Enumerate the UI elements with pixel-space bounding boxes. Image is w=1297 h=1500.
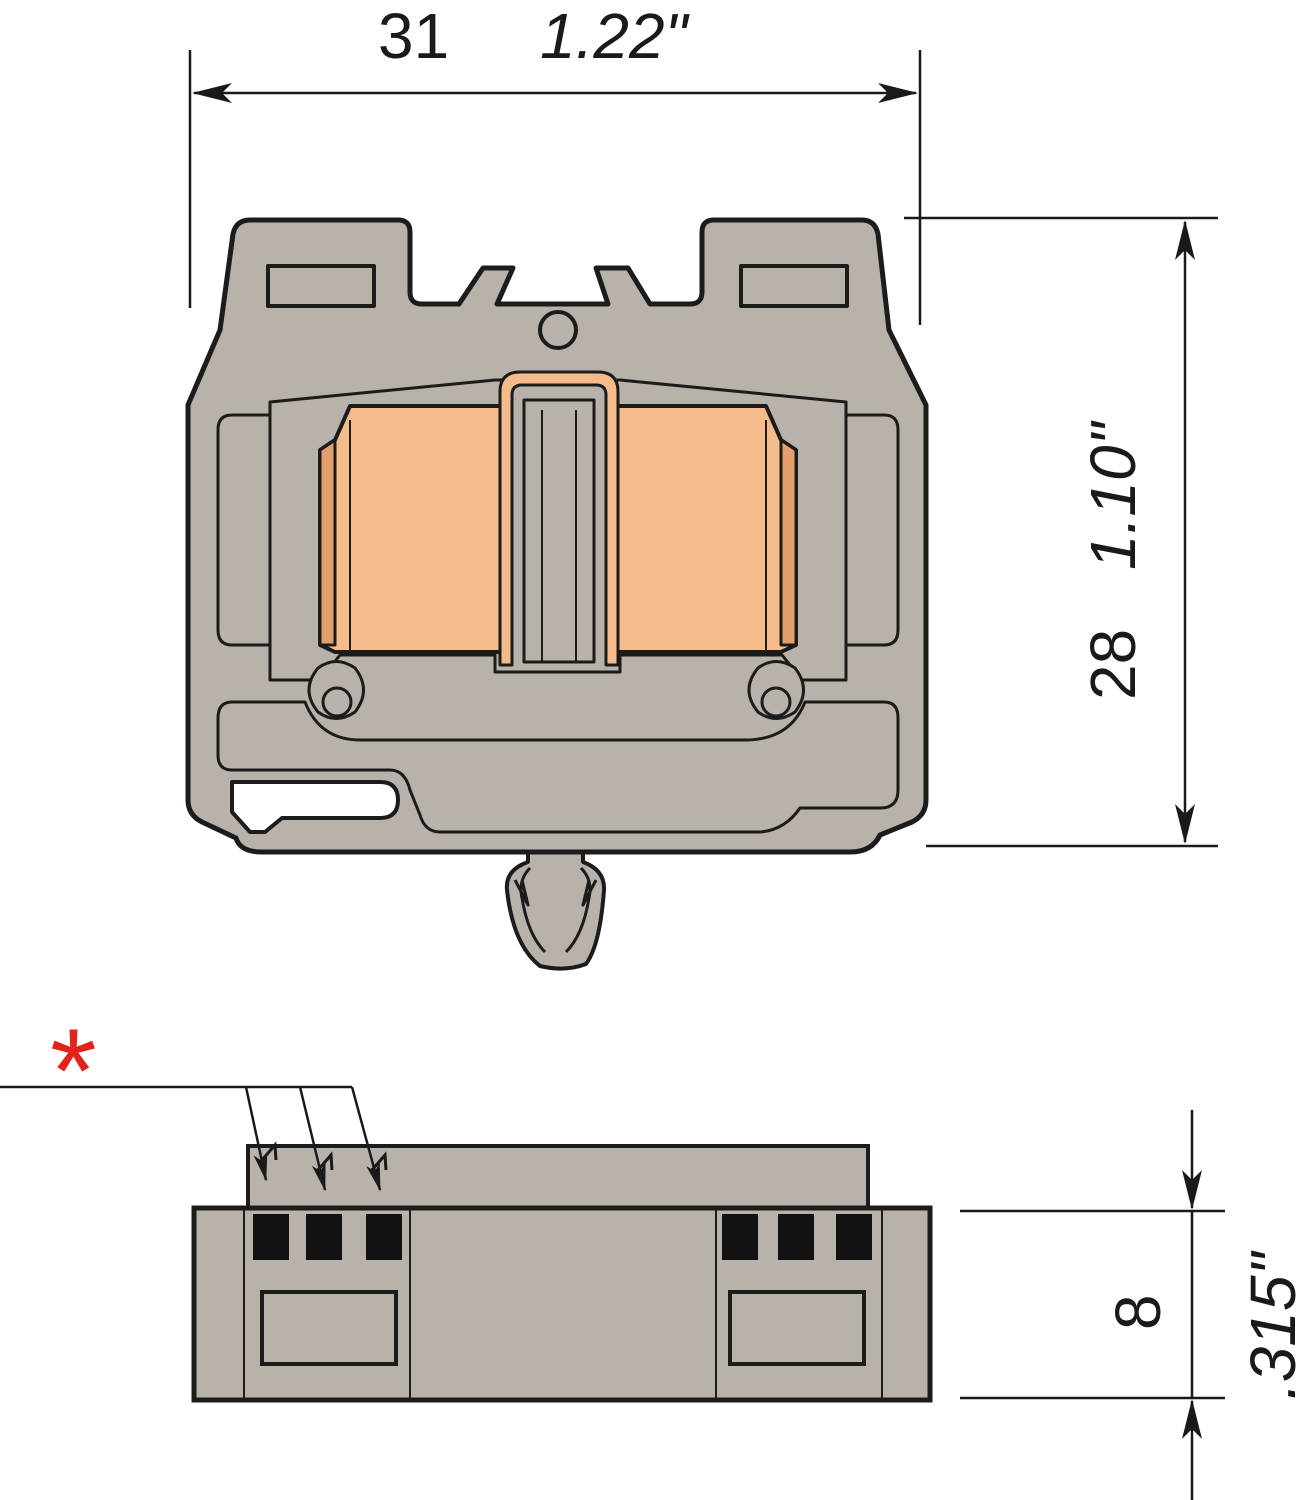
- wire-entry-slots-right: [722, 1214, 872, 1260]
- bottom-recess: [216, 700, 900, 834]
- asterisk-marker: *: [50, 1004, 97, 1138]
- clamp-right: [606, 404, 798, 654]
- label-window-right: [739, 264, 849, 308]
- width-dimension: [188, 50, 922, 325]
- side-label-window-right: [728, 1290, 866, 1366]
- width-inch-label: 1.22": [540, 0, 691, 72]
- clamp-left: [318, 404, 512, 654]
- screw-hole-right: [747, 660, 805, 720]
- top-cap: [246, 1144, 870, 1212]
- height-dimension: [904, 216, 1218, 848]
- height-inch-label: 1.10": [1077, 419, 1149, 570]
- front-view: [185, 217, 929, 971]
- height-mm-label: 28: [1077, 629, 1149, 700]
- wire-entry-slots-left: [253, 1214, 402, 1260]
- marker-leader: [0, 1085, 388, 1192]
- screw-hole-left: [307, 660, 365, 720]
- width-mm-label: 31: [378, 0, 449, 72]
- side-view: [191, 1144, 933, 1403]
- depth-mm-label: 8: [1102, 1294, 1174, 1330]
- side-recess-right: [846, 413, 900, 647]
- side-recess-left: [216, 413, 270, 647]
- current-bar: [498, 370, 620, 667]
- depth-inch-label: .315": [1237, 1249, 1297, 1400]
- test-hole: [538, 310, 578, 350]
- side-label-window-left: [260, 1290, 398, 1366]
- release-slot: [230, 780, 400, 834]
- label-window-left: [266, 264, 376, 308]
- depth-dimension: [960, 1110, 1225, 1500]
- din-rail-foot: [504, 848, 607, 971]
